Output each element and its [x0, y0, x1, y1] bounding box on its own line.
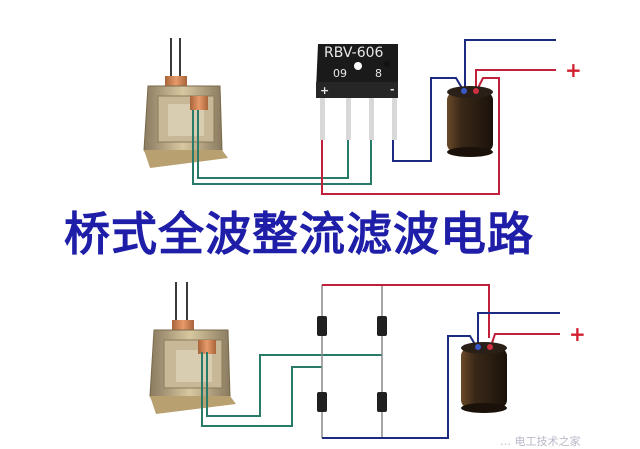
top-output-positive-wire [475, 69, 556, 88]
top-output-negative-wire [464, 39, 556, 88]
top-capacitor [447, 86, 493, 157]
top-red-wire [321, 77, 500, 195]
bridge-plus-pin-label: + [320, 84, 330, 97]
watermark: … 电工技术之家 [500, 435, 581, 448]
top-teal-wire-2 [192, 110, 372, 185]
bottom-blue-wire [322, 335, 477, 439]
bridge-rectifier-rbv606 [316, 44, 398, 140]
bridge-model-label: RBV-606 [324, 45, 384, 61]
diagram-title: 桥式全波整流滤波电路 [64, 207, 534, 261]
bridge-minus-pin-label: - [390, 83, 395, 96]
diode-bridge [317, 285, 387, 438]
bottom-positive-output-label: + [569, 322, 586, 346]
bridge-marking-left: 09 [333, 67, 347, 80]
bottom-output-positive-wire [490, 333, 560, 347]
top-teal-wire-1 [197, 110, 349, 179]
bottom-capacitor [461, 342, 507, 413]
bottom-teal-wire-1 [206, 352, 382, 417]
bottom-red-wire [322, 284, 490, 338]
bottom-teal-wire-2 [201, 352, 322, 427]
bottom-transformer [149, 282, 236, 414]
top-transformer [143, 38, 228, 168]
bridge-marking-right: 8 [375, 67, 382, 80]
top-positive-output-label: + [565, 58, 582, 82]
bottom-output-negative-wire [477, 312, 560, 346]
top-blue-wire [392, 77, 463, 162]
